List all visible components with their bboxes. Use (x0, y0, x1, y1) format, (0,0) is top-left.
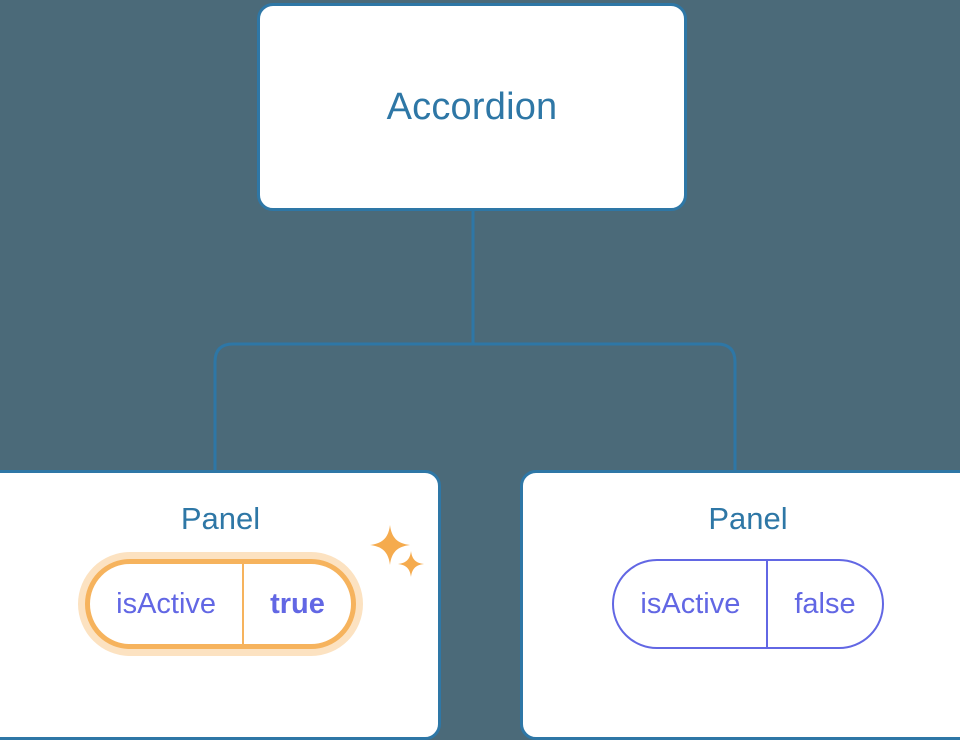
node-accordion[interactable]: Accordion (257, 3, 687, 211)
prop-key: isActive (614, 561, 769, 647)
node-panel-1[interactable]: Panel isActive true (0, 470, 441, 740)
prop-value: false (794, 587, 856, 620)
prop-key: isActive (90, 564, 245, 644)
prop-pill-isactive-false[interactable]: isActive false (612, 559, 884, 649)
node-panel-2[interactable]: Panel isActive false (520, 470, 960, 740)
node-panel-2-title: Panel (708, 501, 788, 536)
node-panel-1-title: Panel (180, 501, 261, 536)
prop-value: true (270, 587, 325, 620)
node-panel-1-props: isActive true (0, 525, 438, 649)
node-panel-2-props: isActive false (523, 559, 960, 649)
sparkle-small-icon (398, 551, 424, 577)
connector-branch-bus (213, 342, 737, 472)
prop-pill-isactive-true[interactable]: isActive true (85, 559, 356, 649)
sparkle-group (370, 525, 430, 589)
node-accordion-title: Accordion (386, 86, 558, 128)
